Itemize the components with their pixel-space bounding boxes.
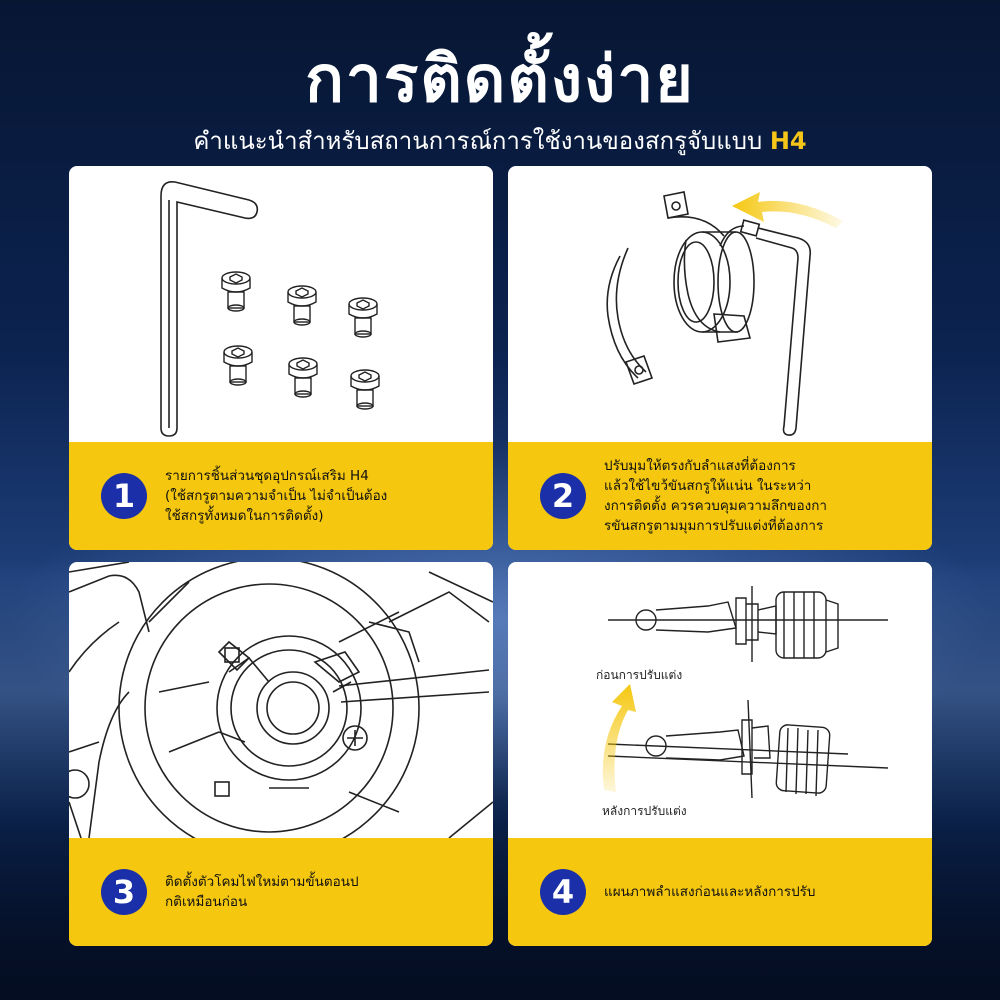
step-desc-line: แล้วใช้ไขว้ขันสกรูให้แน่น ในระหว่า <box>604 478 812 494</box>
headlight-housing-icon <box>69 562 493 838</box>
step-desc-line: ติดตั้งตัวโคมไฟใหม่ตามขั้นตอนป <box>165 874 359 890</box>
subtitle-highlight: H4 <box>769 127 807 155</box>
step-card-4: ก่อนการปรับแต่ง หลังการปรับแต่ง 4 แผนภาพ… <box>508 562 932 946</box>
step-desc-line: รายการชิ้นส่วนชุดอุปกรณ์เสริม H4 <box>165 468 369 484</box>
arrow-icon <box>732 192 843 228</box>
led-bulb-icon <box>608 586 888 662</box>
step-description: รายการชิ้นส่วนชุดอุปกรณ์เสริม H4 (ใช้สกร… <box>165 466 475 526</box>
curved-arrow-icon <box>602 684 636 792</box>
step-desc-line: รขันสกรูตามมุมการปรับแต่งที่ต้องการ <box>604 518 824 534</box>
step-card-1: 1 รายการชิ้นส่วนชุดอุปกรณ์เสริม H4 (ใช้ส… <box>69 166 493 550</box>
step-number-badge: 2 <box>540 473 586 519</box>
step-number-badge: 1 <box>101 473 147 519</box>
after-adjust-label: หลังการปรับแต่ง <box>602 804 687 818</box>
step-band: 1 รายการชิ้นส่วนชุดอุปกรณ์เสริม H4 (ใช้ส… <box>69 442 493 550</box>
parts-illustration <box>160 180 380 437</box>
step-desc-line: ปรับมุมให้ตรงกับลำแสงที่ต้องการ <box>604 458 796 474</box>
header: การติดตั้งง่าย คำแนะนำสำหรับสถานการณ์การ… <box>0 40 1000 156</box>
step-desc-line: กติเหมือนก่อน <box>165 894 248 910</box>
led-bulb-icon-after <box>607 699 889 799</box>
step-description: ติดตั้งตัวโคมไฟใหม่ตามขั้นตอนป กติเหมือน… <box>165 872 475 912</box>
beam-diagram-illustration <box>602 586 889 799</box>
step-card-2: 2 ปรับมุมให้ตรงกับลำแสงที่ต้องการ แล้วใช… <box>508 166 932 550</box>
subtitle-text: คำแนะนำสำหรับสถานการณ์การใช้งานของสกรูจั… <box>193 127 770 155</box>
step-number-badge: 3 <box>101 869 147 915</box>
socket-screw-icon <box>221 271 380 410</box>
page-subtitle: คำแนะนำสำหรับสถานการณ์การใช้งานของสกรูจั… <box>0 126 1000 156</box>
step-band: 2 ปรับมุมให้ตรงกับลำแสงที่ต้องการ แล้วใช… <box>508 442 932 550</box>
page-title: การติดตั้งง่าย <box>305 43 695 117</box>
step-band: 4 แผนภาพลำแสงก่อนและหลังการปรับ <box>508 838 932 946</box>
allen-key-icon <box>160 180 259 437</box>
headlight-illustration <box>69 562 493 838</box>
allen-key-icon <box>739 219 812 436</box>
step-description: แผนภาพลำแสงก่อนและหลังการปรับ <box>604 882 914 902</box>
step-desc-line: แผนภาพลำแสงก่อนและหลังการปรับ <box>604 884 816 900</box>
adapter-illustration <box>606 191 843 436</box>
step-description: ปรับมุมให้ตรงกับลำแสงที่ต้องการ แล้วใช้ไ… <box>604 456 914 536</box>
step-desc-line: (ใช้สกรูตามความจำเป็น ไม่จำเป็นต้อง <box>165 488 388 504</box>
step-number-badge: 4 <box>540 869 586 915</box>
step-band: 3 ติดตั้งตัวโคมไฟใหม่ตามขั้นตอนป กติเหมื… <box>69 838 493 946</box>
bulb-adapter-ring-icon <box>606 191 755 386</box>
step-desc-line: ใช้สกรูทั้งหมดในการติดตั้ง) <box>165 508 324 524</box>
step-card-3: 3 ติดตั้งตัวโคมไฟใหม่ตามขั้นตอนป กติเหมื… <box>69 562 493 946</box>
step-desc-line: งการติดตั้ง ควรควบคุมความลึกของกา <box>604 498 827 514</box>
before-adjust-label: ก่อนการปรับแต่ง <box>596 668 683 682</box>
